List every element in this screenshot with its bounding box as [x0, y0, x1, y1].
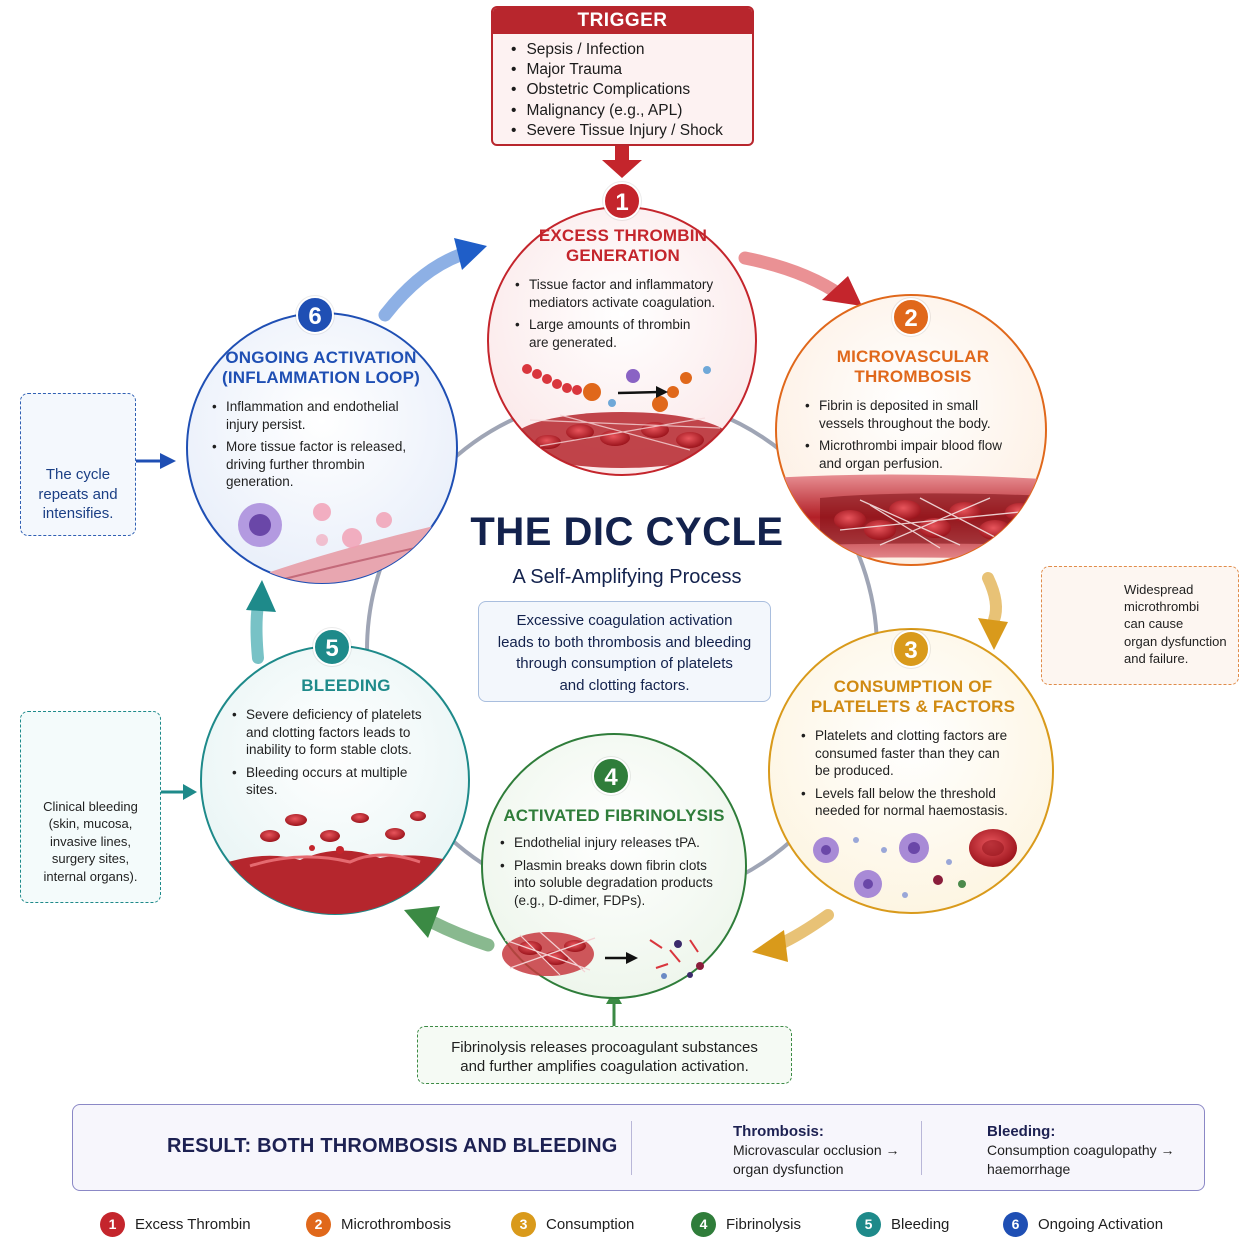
trigger-title: TRIGGER: [493, 8, 752, 34]
stage-title: ONGOING ACTIVATION (INFLAMMATION LOOP): [221, 348, 420, 387]
result-bleeding: Bleeding: Consumption coagulopathy → hae…: [987, 1123, 1175, 1177]
legend-item: 5 Bleeding: [856, 1209, 949, 1239]
arrow-3-to-4: [772, 909, 834, 951]
stage-bullets: Platelets and clotting factors areconsum…: [801, 727, 1031, 820]
legend-item: 1 Excess Thrombin: [100, 1209, 251, 1239]
stage-4-fibrinolysis: ACTIVATED FIBRINOLYSIS Endothelial injur…: [496, 806, 732, 914]
stage-1-number: 1: [603, 182, 641, 220]
arrow-2-to-3: [982, 572, 1002, 626]
stage-title: BLEEDING: [301, 676, 391, 695]
center-title: THE DIC CYCLE: [470, 510, 784, 554]
trigger-box: TRIGGER Sepsis / Infection Major Trauma …: [491, 6, 754, 146]
trigger-item: Major Trauma: [511, 60, 752, 80]
trigger-item: Sepsis / Infection: [511, 40, 752, 60]
stage-bullets: Endothelial injury releases tPA. Plasmin…: [500, 834, 732, 909]
stage-bullets: Tissue factor and inflammatorymediators …: [515, 276, 741, 351]
center-subtitle: A Self-Amplifying Process: [512, 566, 742, 588]
stage-1-excess-thrombin: EXCESS THROMBIN GENERATION Tissue factor…: [505, 226, 741, 356]
arrow-1-to-2: [738, 251, 849, 303]
legend-item: 6 Ongoing Activation: [1003, 1209, 1163, 1239]
thrombin-chain: [522, 364, 711, 412]
stage-2-microvascular-thrombosis: MICROVASCULAR THROMBOSIS Fibrin is depos…: [795, 347, 1031, 477]
result-title: RESULT: BOTH THROMBOSIS AND BLEEDING: [167, 1135, 618, 1157]
stage-title: EXCESS THROMBIN GENERATION: [538, 226, 708, 265]
legend-item: 3 Consumption: [511, 1209, 634, 1239]
arrow-5-to-6: [250, 599, 264, 664]
legend: 1 Excess Thrombin 2 Microthrombosis 3 Co…: [100, 1209, 1200, 1239]
stage-2-number: 2: [892, 298, 930, 336]
stage-title: CONSUMPTION OF PLATELETS & FACTORS: [810, 677, 1016, 716]
trigger-list: Sepsis / Infection Major Trauma Obstetri…: [493, 34, 752, 141]
result-thrombosis: Thrombosis: Microvascular occlusion → or…: [733, 1123, 900, 1177]
inflammation-illustration: [238, 503, 457, 583]
stage-title: MICROVASCULAR THROMBOSIS: [836, 347, 990, 386]
center-description: Excessive coagulation activation leads t…: [478, 601, 771, 702]
stage-title: ACTIVATED FIBRINOLYSIS: [503, 806, 725, 825]
legend-item: 2 Microthrombosis: [306, 1209, 451, 1239]
trigger-item: Severe Tissue Injury / Shock: [511, 121, 752, 141]
note-clinical-bleeding: Clinical bleeding (skin, mucosa, invasiv…: [20, 711, 161, 903]
legend-item: 4 Fibrinolysis: [691, 1209, 801, 1239]
stage-3-consumption: CONSUMPTION OF PLATELETS & FACTORS Plate…: [795, 677, 1031, 825]
platelets-illustration: [813, 829, 1017, 898]
note-widespread-microthrombi: Widespread microthrombi can cause organ …: [1041, 566, 1239, 685]
fibrinolysis-illustration: [502, 931, 704, 979]
stage-6-number: 6: [296, 296, 334, 334]
result-divider: [631, 1121, 632, 1175]
stage-6-ongoing-activation: ONGOING ACTIVATION (INFLAMMATION LOOP) I…: [200, 348, 442, 496]
arrow-4-to-5: [425, 915, 495, 952]
result-box: RESULT: BOTH THROMBOSIS AND BLEEDING Thr…: [72, 1104, 1205, 1191]
vessel-thrombosis-illustration: [776, 474, 1046, 560]
thrombin-illustration: [512, 412, 732, 468]
note-fibrinolysis-amplifies: Fibrinolysis releases procoagulant subst…: [417, 1026, 792, 1084]
stage-3-number: 3: [892, 630, 930, 668]
note-cycle-repeats: The cycle repeats and intensifies.: [20, 393, 136, 536]
arrow-6-to-1: [378, 248, 467, 322]
stage-5-bleeding: BLEEDING Severe deficiency of plateletsa…: [228, 676, 464, 804]
trigger-arrow: [602, 146, 642, 178]
stage-4-number: 4: [592, 757, 630, 795]
result-divider: [921, 1121, 922, 1175]
trigger-item: Obstetric Complications: [511, 80, 752, 100]
stage-5-number: 5: [313, 628, 351, 666]
trigger-item: Malignancy (e.g., APL): [511, 101, 752, 121]
